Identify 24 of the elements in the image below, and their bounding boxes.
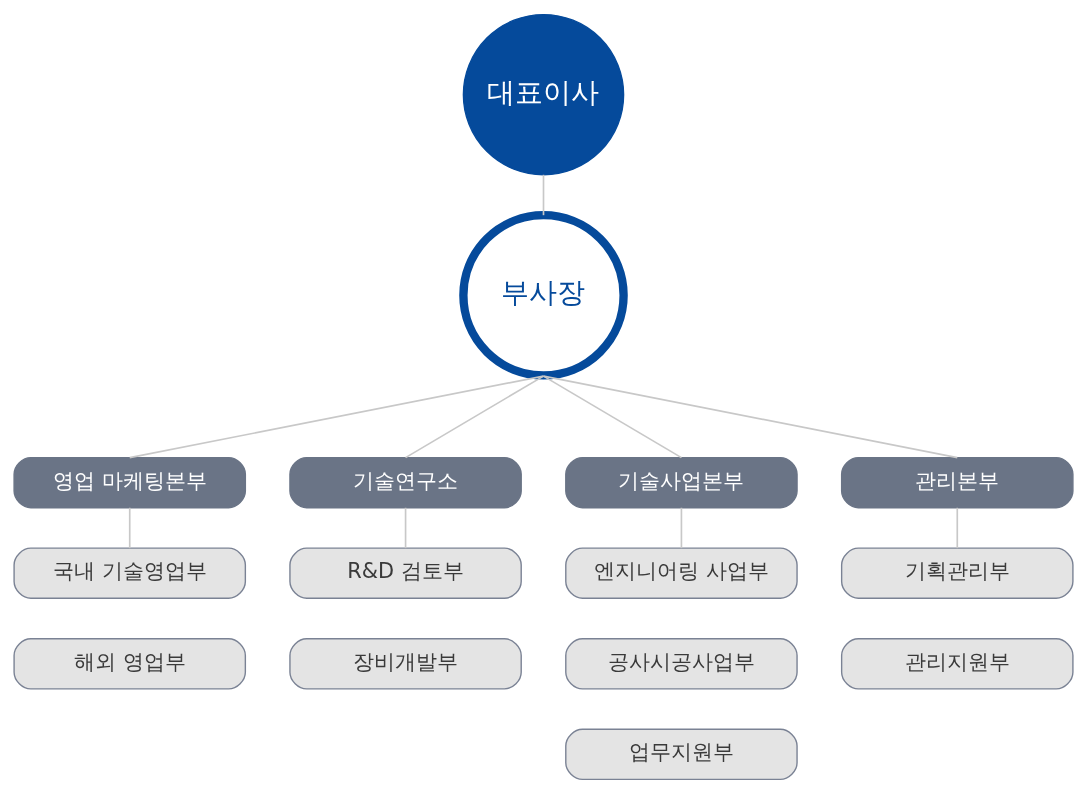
node-circle: 부사장 xyxy=(459,210,628,380)
node-box: 기획관리부 xyxy=(840,546,1074,599)
node-box: 국내 기술영업부 xyxy=(13,546,247,599)
connector xyxy=(542,374,959,458)
connector xyxy=(128,374,545,458)
node-box: 업무지원부 xyxy=(565,728,798,780)
connector xyxy=(128,506,131,549)
node-box: 기술연구소 xyxy=(289,456,522,508)
node-box: 공사시공사업부 xyxy=(565,637,798,690)
node-box: 해외 영업부 xyxy=(13,637,247,690)
connector xyxy=(542,374,683,458)
node-circle: 대표이사 xyxy=(462,13,625,175)
node-box: 엔지니어링 사업부 xyxy=(565,546,798,599)
node-box: 관리본부 xyxy=(840,456,1074,508)
node-box: 장비개발부 xyxy=(289,637,522,690)
connector xyxy=(542,173,545,216)
connector xyxy=(404,506,407,549)
connector xyxy=(680,506,683,549)
node-box: 영업 마케팅본부 xyxy=(13,456,247,508)
node-box: 기술사업본부 xyxy=(565,456,798,508)
connector xyxy=(956,506,959,549)
connector xyxy=(404,374,545,458)
node-box: R&D 검토부 xyxy=(289,546,522,599)
node-box: 관리지원부 xyxy=(840,637,1074,690)
